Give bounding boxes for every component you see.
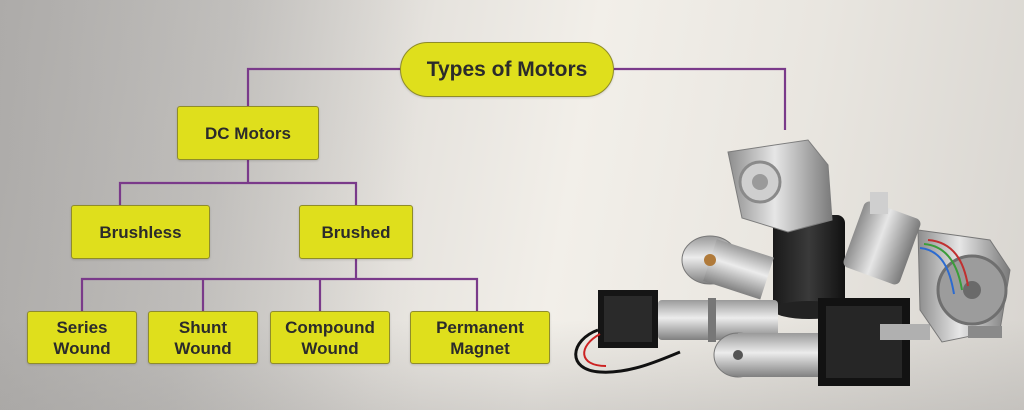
series-wound-node: Series Wound [27, 311, 137, 364]
root-label: Types of Motors [426, 58, 588, 81]
stepper-motor-center [818, 298, 930, 386]
gearbox-motor [713, 332, 818, 378]
root-node: Types of Motors [400, 42, 614, 97]
connector-brushed-leaves [80, 259, 479, 311]
series-wound-label: Series Wound [53, 317, 111, 358]
small-silver-motor [681, 235, 774, 300]
permanent-magnet-node: Permanent Magnet [410, 311, 550, 364]
brushed-node: Brushed [299, 205, 413, 259]
stepper-motor-left [574, 290, 778, 374]
connector-dc-branches [118, 160, 358, 205]
connector-root-dc [246, 67, 400, 106]
brushless-label: Brushless [99, 222, 182, 242]
round-gear-motor [917, 229, 1011, 343]
compound-wound-node: Compound Wound [270, 311, 390, 364]
shunt-wound-label: Shunt Wound [174, 317, 232, 358]
connector-root-photo [614, 67, 787, 130]
brushless-node: Brushless [71, 205, 210, 259]
brushed-label: Brushed [321, 222, 391, 242]
dc-motors-node: DC Motors [177, 106, 319, 160]
dc-motors-label: DC Motors [205, 123, 291, 143]
planetary-motor [843, 192, 921, 285]
compound-wound-label: Compound Wound [285, 317, 375, 358]
shunt-wound-node: Shunt Wound [148, 311, 258, 364]
permanent-magnet-label: Permanent Magnet [436, 317, 524, 358]
dc-motors-photo [574, 139, 1011, 386]
